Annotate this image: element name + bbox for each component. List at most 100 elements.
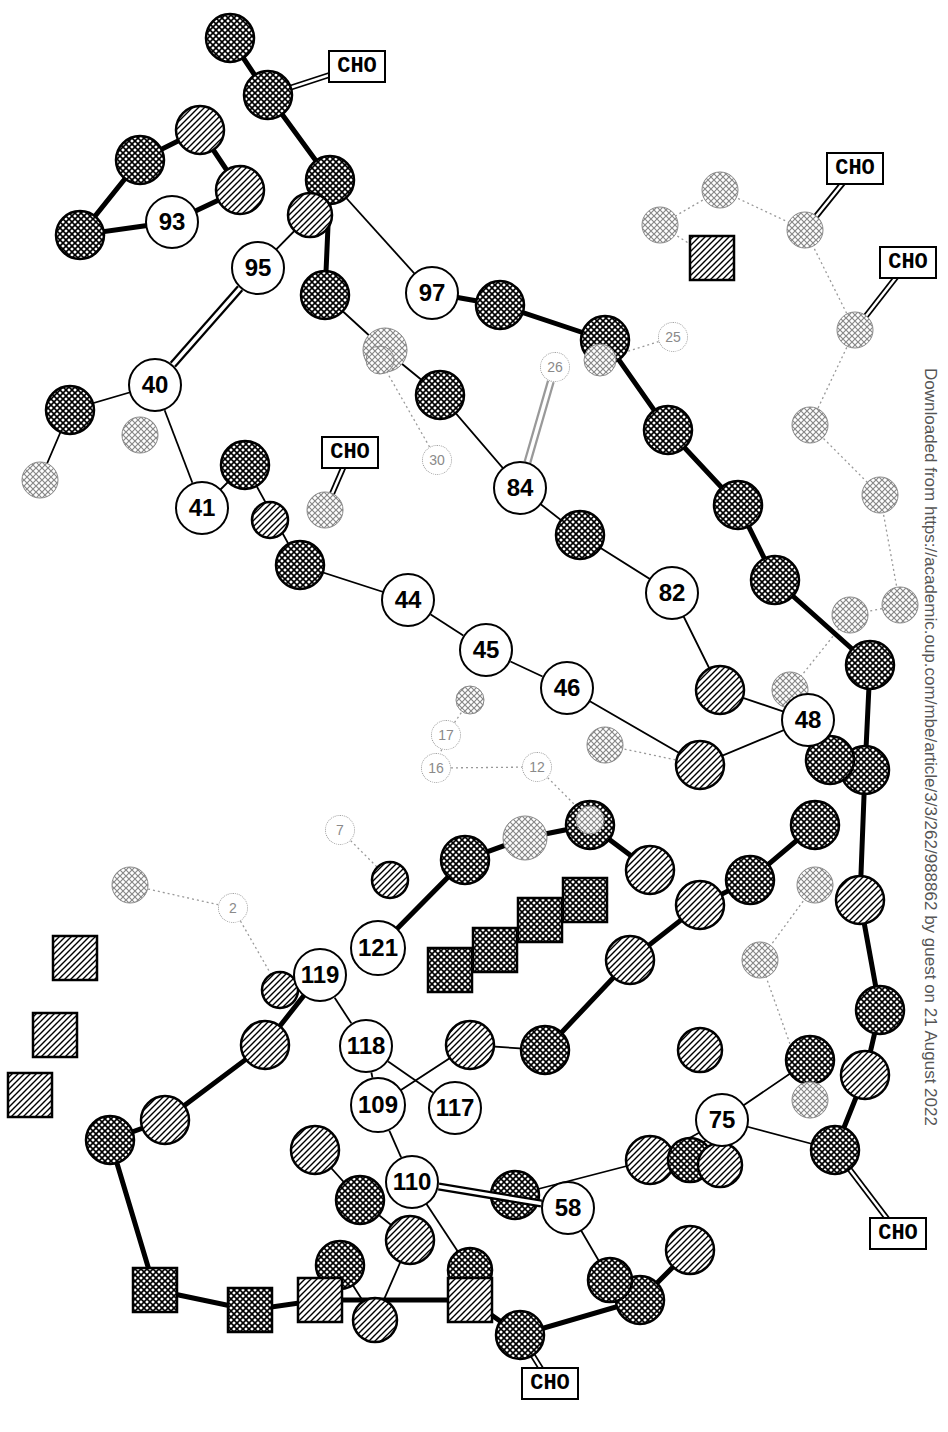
residue-circle	[221, 441, 269, 489]
residue-circle	[676, 741, 724, 789]
residue-link	[335, 998, 352, 1024]
backbone-line	[325, 295, 830, 760]
residue-circle	[476, 281, 524, 329]
residue-square	[448, 1278, 492, 1322]
residue-square	[8, 1073, 52, 1117]
residue-number: 30	[422, 445, 452, 475]
residue-number: 84	[493, 461, 547, 515]
residue-number: 26	[540, 352, 570, 382]
residue-circle	[503, 816, 547, 860]
residue-label: 75	[709, 1106, 736, 1134]
residue-number: 110	[385, 1155, 439, 1209]
residue-circle	[791, 801, 839, 849]
residue-label: 48	[795, 706, 822, 734]
backbone-line-front	[545, 825, 815, 1050]
residue-number: 12	[522, 752, 552, 782]
residue-label: 44	[395, 586, 422, 614]
residue-label: 40	[142, 371, 169, 399]
residue-circle	[244, 71, 292, 119]
residue-circle	[726, 856, 774, 904]
residue-circle	[206, 14, 254, 62]
residue-link	[165, 410, 193, 483]
residue-number: 95	[231, 241, 285, 295]
glycan-box: CHO	[321, 436, 379, 469]
residue-number: 121	[350, 920, 406, 976]
disulfide-core	[528, 381, 551, 462]
residue-label: 7	[336, 822, 344, 838]
residue-number: 117	[428, 1081, 482, 1135]
residue-circle	[307, 492, 343, 528]
residue-square	[428, 948, 472, 992]
residue-label: 118	[347, 1032, 386, 1060]
residue-link	[173, 288, 240, 364]
residue-circle	[841, 1051, 889, 1099]
residue-number: 58	[541, 1181, 595, 1235]
disulfide-outline	[528, 381, 551, 462]
residue-circle	[86, 1116, 134, 1164]
residue-label: 41	[189, 494, 216, 522]
residue-circle	[698, 1143, 742, 1187]
residue-number: 25	[658, 322, 688, 352]
residue-number: 48	[781, 693, 835, 747]
residue-number: 118	[339, 1019, 393, 1073]
residue-circle	[216, 166, 264, 214]
residue-number: 46	[540, 661, 594, 715]
residue-circle	[566, 801, 614, 849]
residue-label: 97	[419, 279, 446, 307]
residue-number: 16	[421, 753, 451, 783]
residue-circle	[678, 1028, 722, 1072]
residue-square	[228, 1288, 272, 1332]
watermark: Downloaded from https://academic.oup.com…	[920, 368, 940, 1126]
disulfide-outline	[439, 1186, 542, 1203]
residue-circle	[811, 1126, 859, 1174]
residue-link	[431, 615, 464, 636]
residue-square	[518, 898, 562, 942]
glycan-label: CHO	[330, 440, 370, 465]
residue-label: 12	[529, 759, 545, 775]
residue-label: 2	[229, 900, 237, 916]
residue-circle	[786, 1036, 834, 1084]
residue-circle	[176, 106, 224, 154]
residue-label: 30	[429, 452, 445, 468]
glycan-box: CHO	[521, 1367, 579, 1400]
residue-circle	[288, 193, 332, 237]
residue-circle	[276, 541, 324, 589]
residue-label: 95	[245, 254, 272, 282]
residue-number: 75	[695, 1093, 749, 1147]
residue-circle	[606, 936, 654, 984]
residue-circle	[301, 271, 349, 319]
residue-circle	[832, 597, 868, 633]
residue-number: 82	[645, 566, 699, 620]
glycan-box: CHO	[328, 50, 386, 83]
residue-square	[298, 1278, 342, 1322]
residue-circle	[588, 1258, 632, 1302]
residue-circle	[626, 846, 674, 894]
link-line	[389, 1131, 401, 1158]
residue-circle	[882, 587, 918, 623]
residue-circle	[122, 417, 158, 453]
residue-number: 93	[145, 195, 199, 249]
residue-link	[439, 1186, 542, 1203]
residue-square	[133, 1268, 177, 1312]
residue-number: 45	[459, 623, 513, 677]
residue-circle	[46, 386, 94, 434]
residue-link	[389, 1131, 401, 1158]
residue-circle	[112, 867, 148, 903]
disulfide-outline	[173, 288, 240, 364]
residue-square	[690, 236, 734, 280]
residue-circle	[792, 1082, 828, 1118]
residue-circle	[862, 477, 898, 513]
residue-circle	[56, 211, 104, 259]
residue-circle	[441, 836, 489, 884]
glycan-box: CHO	[826, 152, 884, 185]
residue-circle	[792, 407, 828, 443]
residue-circle	[336, 1176, 384, 1224]
residue-circle	[751, 556, 799, 604]
residue-square	[563, 878, 607, 922]
residue-circle	[856, 986, 904, 1034]
residue-square	[53, 936, 97, 980]
residue-label: 93	[159, 208, 186, 236]
residue-circle	[742, 942, 778, 978]
residue-circle	[456, 686, 484, 714]
